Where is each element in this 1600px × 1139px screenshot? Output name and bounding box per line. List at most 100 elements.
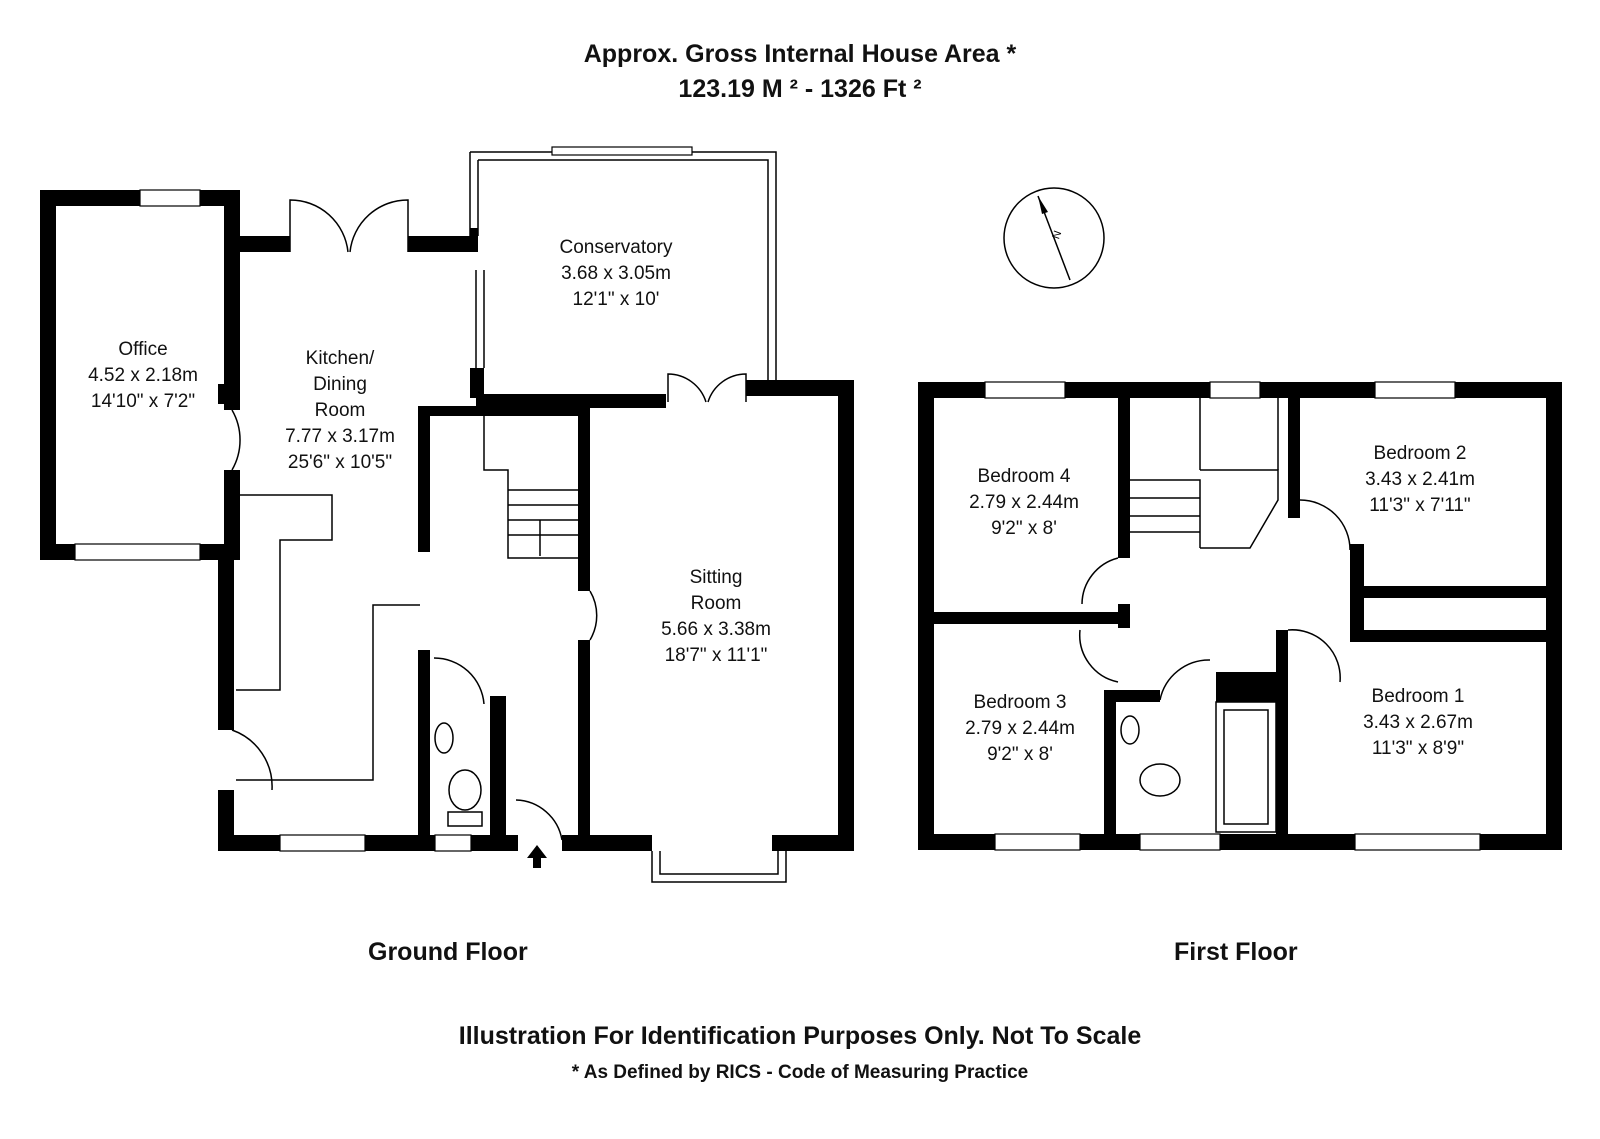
first-floor-plan bbox=[918, 381, 1562, 851]
bath-basin bbox=[1120, 715, 1140, 745]
bath-door-swing bbox=[1159, 659, 1211, 701]
disclaimer-text: Illustration For Identification Purposes… bbox=[458, 1022, 1142, 1050]
kitchen-metric: 7.77 x 3.17m bbox=[285, 426, 395, 447]
conservatory-name: Conservatory bbox=[560, 237, 673, 258]
office-north-window bbox=[139, 189, 201, 207]
kitchen-north-wall-left bbox=[240, 236, 290, 252]
ff-stairs bbox=[1130, 479, 1201, 548]
bed3-window bbox=[994, 833, 1081, 851]
office-metric: 4.52 x 2.18m bbox=[88, 365, 198, 386]
bed4-door-swing bbox=[1081, 557, 1119, 605]
sitting-east-wall bbox=[838, 380, 854, 850]
bath-north-wall-left bbox=[1104, 690, 1160, 702]
sitting-west-wall-lower bbox=[578, 640, 590, 840]
compass-letter: N bbox=[1050, 229, 1064, 241]
sitting-south-wall-left bbox=[562, 835, 652, 851]
bedroom3-imperial: 9'2" x 8' bbox=[987, 744, 1053, 765]
bath-shower-bath bbox=[1215, 701, 1277, 833]
wc-door-swing bbox=[433, 657, 485, 705]
conservatory-west-frame bbox=[469, 152, 479, 236]
compass: N bbox=[1003, 187, 1105, 289]
bed1-door-swing bbox=[1287, 629, 1341, 683]
kitchen-french-door-right bbox=[349, 199, 409, 253]
bed1-west-wall bbox=[1276, 630, 1288, 850]
kitchen-name-3: Room bbox=[315, 400, 366, 421]
bedroom4-imperial: 9'2" x 8' bbox=[991, 518, 1057, 539]
kitchen-side-door-swing bbox=[231, 729, 273, 791]
conservatory-pier bbox=[470, 228, 478, 246]
ground-south-wall bbox=[218, 835, 518, 851]
bed4-bed3-wall bbox=[934, 612, 1130, 624]
bedroom2-metric: 3.43 x 2.41m bbox=[1365, 469, 1475, 490]
bedroom3-name: Bedroom 3 bbox=[974, 692, 1067, 713]
kitchen-south-window bbox=[279, 834, 366, 852]
ground-floor-plan bbox=[40, 146, 854, 883]
wc-cistern bbox=[447, 811, 483, 827]
bay-window-outer bbox=[651, 851, 787, 883]
office-south-window bbox=[74, 543, 201, 561]
bedroom2-imperial: 11'3" x 7'11" bbox=[1369, 495, 1470, 516]
ff-east-wall bbox=[1546, 382, 1562, 850]
bedroom4-name: Bedroom 4 bbox=[978, 466, 1071, 487]
sitting-french-door-left bbox=[667, 373, 707, 403]
wc-west-wall bbox=[418, 650, 430, 840]
bedroom2-name: Bedroom 2 bbox=[1374, 443, 1467, 464]
sitting-metric: 5.66 x 3.38m bbox=[661, 619, 771, 640]
office-kitchen-wall-lower bbox=[224, 470, 240, 560]
bedroom3-metric: 2.79 x 2.44m bbox=[965, 718, 1075, 739]
bed2-south-wall bbox=[1364, 586, 1546, 598]
first-floor-label: First Floor bbox=[1174, 938, 1298, 966]
ff-west-wall bbox=[918, 382, 934, 850]
sitting-name-2: Room bbox=[691, 593, 742, 614]
bed2-window bbox=[1374, 381, 1456, 399]
bedroom1-imperial: 11'3" x 8'9" bbox=[1372, 738, 1464, 759]
kitchen-worktop-right bbox=[236, 604, 420, 781]
entrance-arrow-icon bbox=[527, 845, 547, 868]
office-wall-pier bbox=[218, 384, 240, 404]
wc-basin bbox=[434, 722, 454, 754]
bed3-door-swing bbox=[1078, 629, 1119, 683]
front-door-swing bbox=[515, 799, 563, 841]
bay-window-inner bbox=[659, 851, 779, 875]
kitchen-name-1: Kitchen/ bbox=[306, 348, 375, 369]
hall-partition-upper bbox=[418, 406, 430, 552]
bed2-west-wall bbox=[1288, 398, 1300, 518]
compass-ring bbox=[1003, 187, 1105, 289]
wc-window bbox=[434, 834, 472, 852]
bath-window bbox=[1139, 833, 1221, 851]
north-arrow-icon bbox=[1038, 196, 1048, 214]
conservatory-metric: 3.68 x 3.05m bbox=[561, 263, 671, 284]
wc-toilet bbox=[448, 769, 482, 811]
sitting-name-1: Sitting bbox=[690, 567, 743, 588]
sitting-north-wall bbox=[746, 380, 854, 396]
sitting-french-door-right bbox=[707, 373, 747, 403]
kitchen-worktop-left bbox=[236, 494, 333, 691]
bed4-corner bbox=[1118, 604, 1130, 628]
ground-floor-label: Ground Floor bbox=[368, 938, 528, 966]
kitchen-north-wall-right bbox=[408, 236, 478, 252]
area-value: 123.19 M ² - 1326 Ft ² bbox=[678, 75, 922, 103]
bed3-east-wall bbox=[1104, 690, 1116, 850]
bath-toilet bbox=[1139, 763, 1181, 797]
kitchen-french-door-left bbox=[289, 199, 349, 253]
conservatory-inner-frame bbox=[478, 159, 769, 380]
bedroom1-name: Bedroom 1 bbox=[1372, 686, 1465, 707]
ff-stairwell bbox=[1200, 469, 1279, 549]
sitting-imperial: 18'7" x 11'1" bbox=[665, 645, 768, 666]
bed4-east-wall bbox=[1118, 398, 1130, 558]
conservatory-south-wall bbox=[476, 394, 666, 408]
sitting-west-wall bbox=[578, 406, 590, 591]
hall-north-wall bbox=[418, 406, 578, 416]
bed4-window bbox=[984, 381, 1066, 399]
conservatory-sw-pier bbox=[470, 368, 484, 398]
landing-window bbox=[1209, 381, 1261, 399]
kitchen-name-2: Dining bbox=[313, 374, 367, 395]
sitting-door-swing bbox=[589, 590, 598, 641]
bed1-north-wall bbox=[1350, 630, 1546, 642]
bedroom1-metric: 3.43 x 2.67m bbox=[1363, 712, 1473, 733]
conservatory-imperial: 12'1" x 10' bbox=[573, 289, 660, 310]
office-door-swing bbox=[231, 409, 241, 471]
stairs-outline bbox=[483, 416, 580, 559]
conservatory-sliding-door bbox=[551, 146, 693, 156]
